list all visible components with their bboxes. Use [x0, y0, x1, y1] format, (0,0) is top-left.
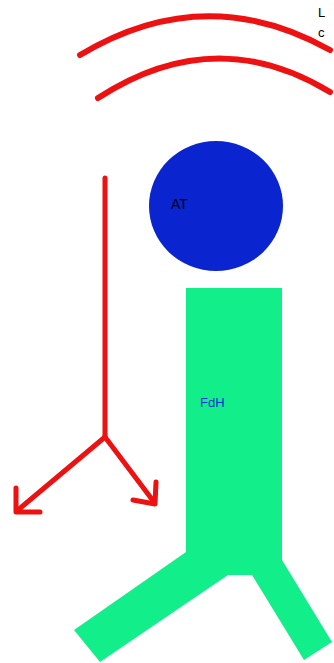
- signal-arc: [98, 58, 330, 98]
- head-outline: [149, 141, 283, 271]
- head-circle: AT: [149, 141, 283, 271]
- body-box: FdH: [186, 288, 282, 550]
- figure-legs: [74, 546, 332, 662]
- split-arrow: [16, 178, 156, 512]
- corner-note: L: [318, 6, 325, 20]
- corner-note: c: [318, 26, 325, 40]
- signal-arc: [80, 16, 330, 55]
- node-text: AT: [171, 197, 188, 212]
- node-text: FdH: [200, 396, 225, 410]
